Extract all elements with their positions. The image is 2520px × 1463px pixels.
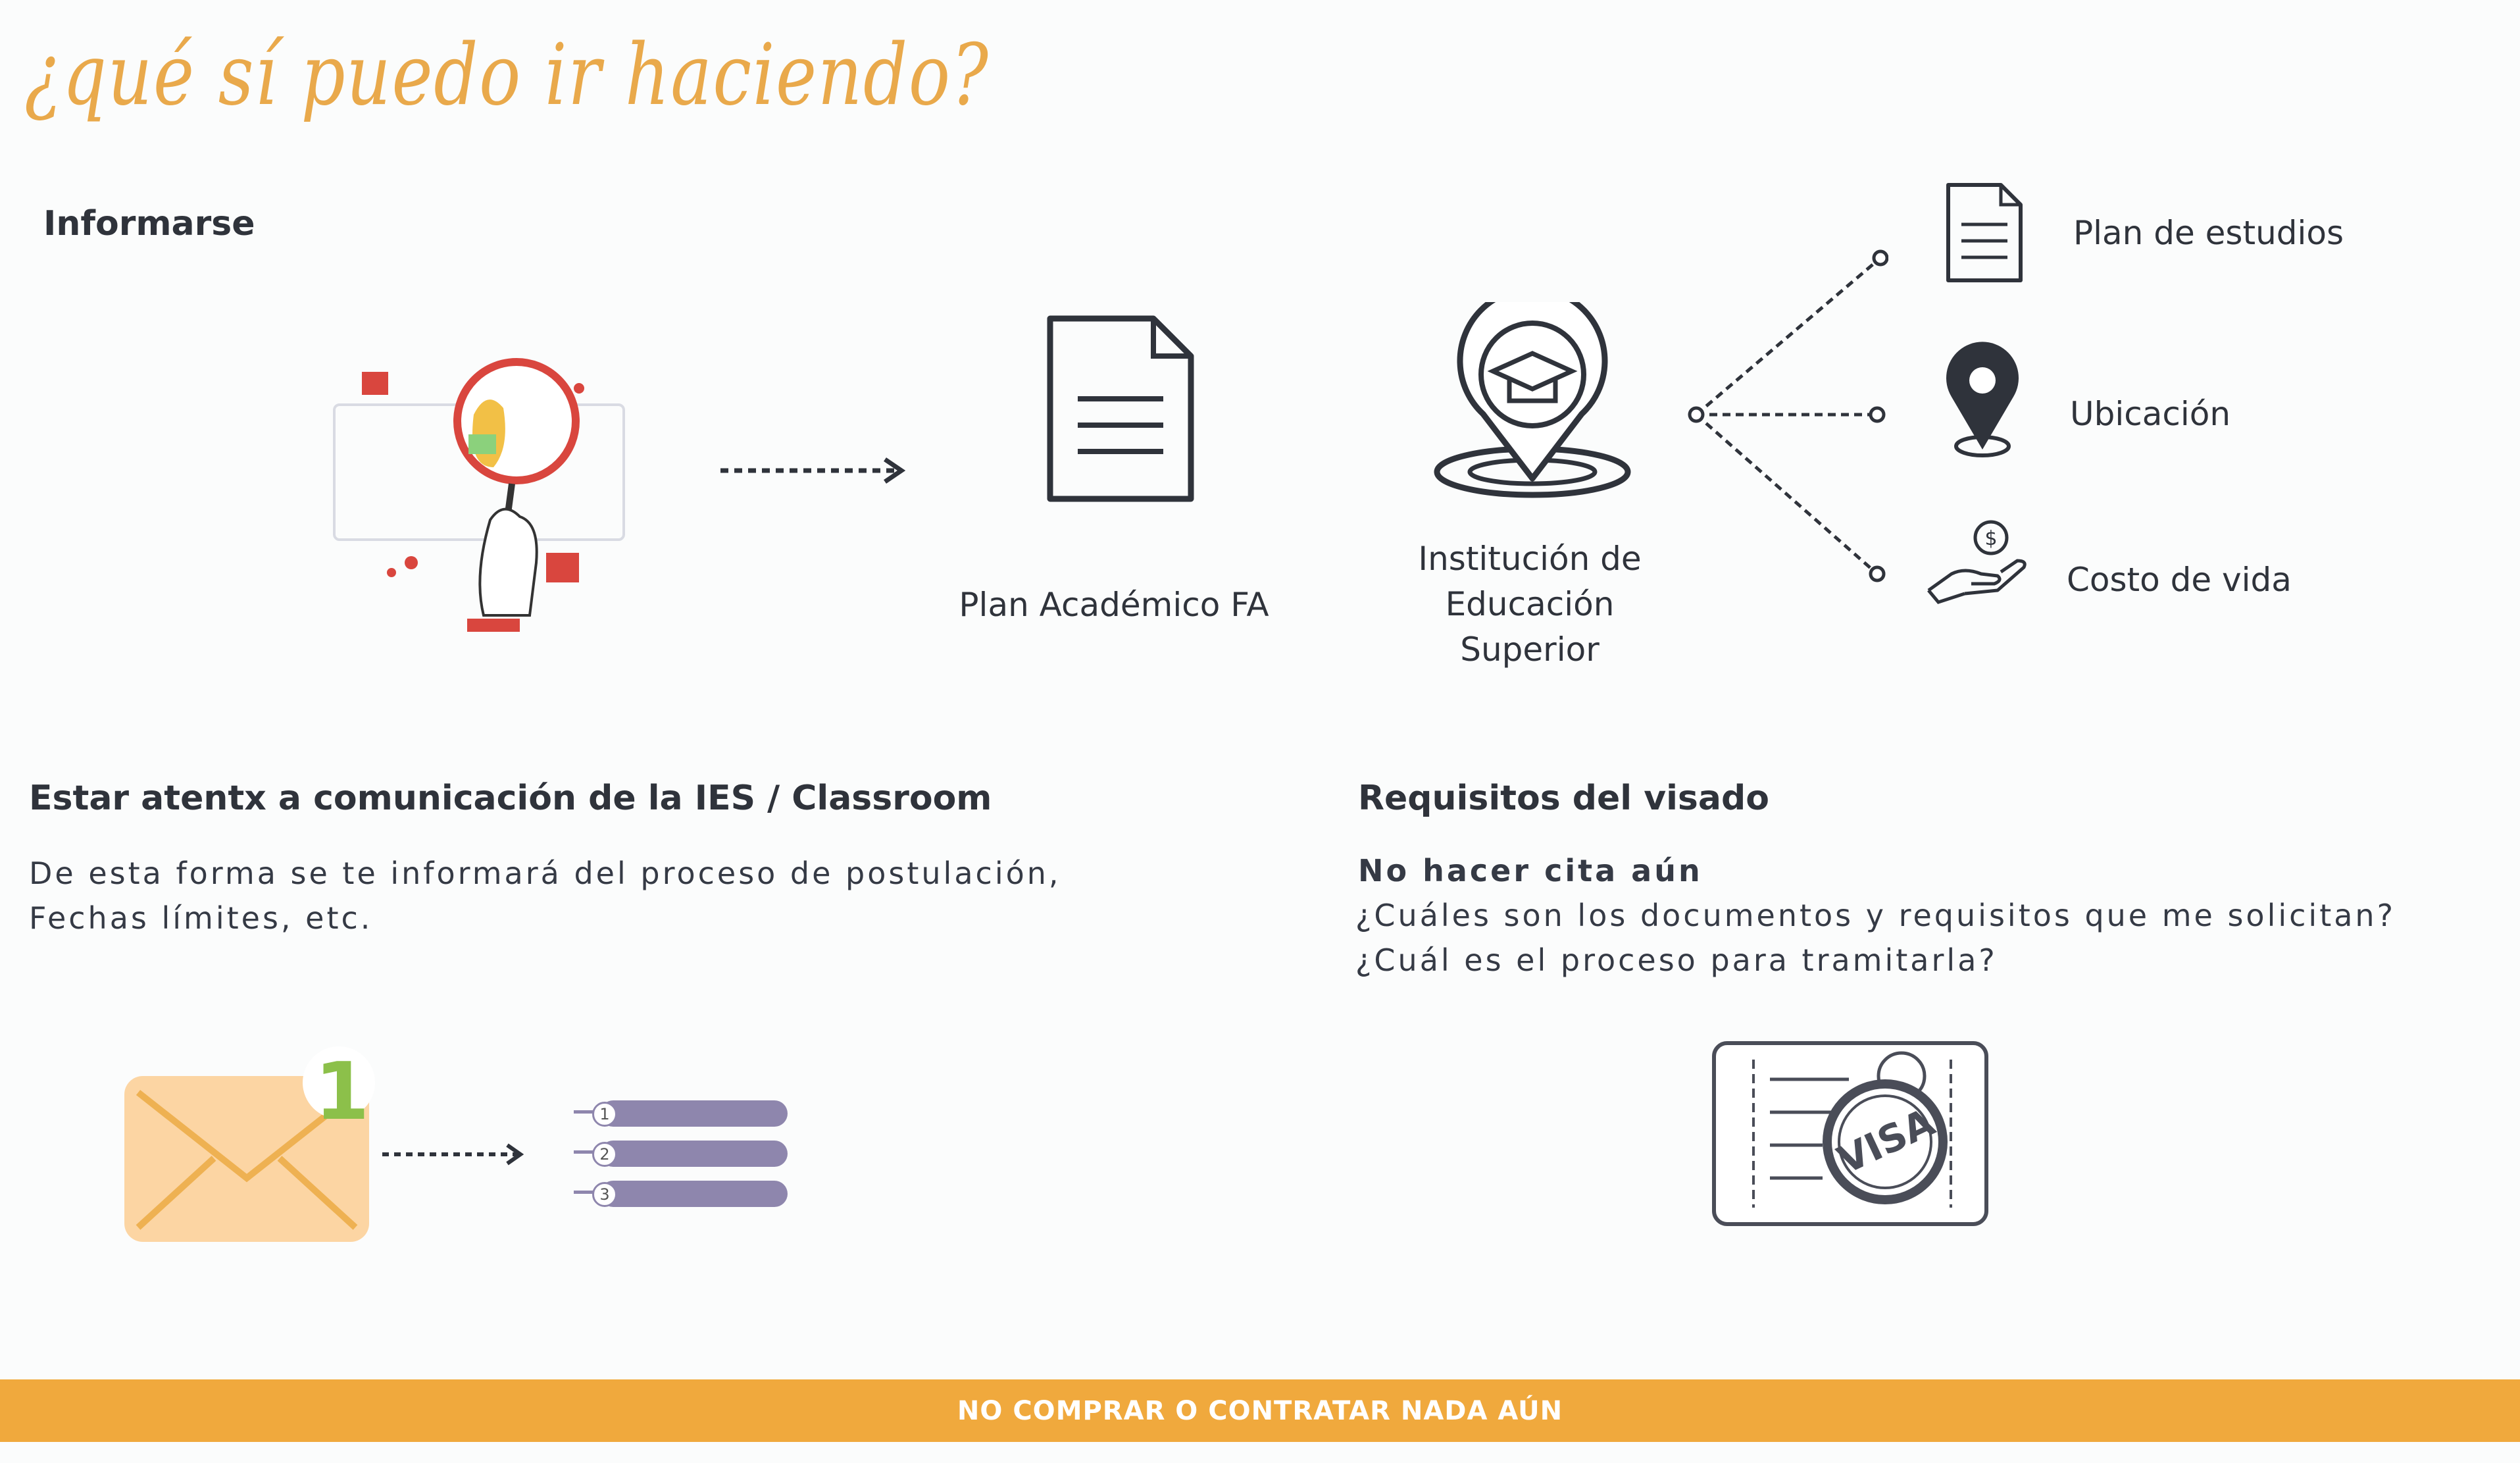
list-number: 1 <box>592 1102 617 1127</box>
comunicacion-line: De esta forma se te informará del proces… <box>29 856 1061 891</box>
visado-line: ¿Cuáles son los documentos y requisitos … <box>1355 898 2396 933</box>
list-number: 2 <box>592 1142 617 1167</box>
visa-icon <box>1712 1041 1988 1226</box>
plan-academico-label: Plan Académico FA <box>959 586 1269 624</box>
branch-ubicacion: Ubicación <box>2070 395 2231 433</box>
location-pin-icon <box>1946 342 2019 457</box>
branch-connectors <box>1688 249 1888 582</box>
branch-plan-estudios: Plan de estudios <box>2073 214 2344 252</box>
institution-line: Educación <box>1445 585 1615 623</box>
envelope-icon <box>124 1046 375 1242</box>
informarse-heading: Informarse <box>43 204 255 244</box>
dotted-arrow <box>382 1143 524 1166</box>
footer-text: NO COMPRAR O CONTRATAR NADA AÚN <box>957 1395 1563 1426</box>
document-icon <box>1047 315 1194 502</box>
comunicacion-heading: Estar atentx a comunicación de la IES / … <box>29 779 992 818</box>
institution-line: Superior <box>1460 630 1600 669</box>
list-bar: 1 <box>574 1100 788 1127</box>
study-plan-icon <box>1946 183 2023 282</box>
visado-line: ¿Cuál es el proceso para tramitarla? <box>1355 942 1998 978</box>
numbered-list-icon: 1 2 3 <box>574 1100 788 1207</box>
branch-costo-vida: Costo de vida <box>2067 561 2292 599</box>
dotted-arrow <box>720 457 906 484</box>
institution-line: Institución de <box>1418 540 1642 578</box>
hand-coin-icon: $ <box>1927 520 2027 604</box>
visado-heading: Requisitos del visado <box>1358 779 1769 818</box>
list-bar: 3 <box>574 1181 788 1207</box>
magnifier-illustration <box>333 358 625 632</box>
institution-label: Institución de Educación Superior <box>1332 536 1727 673</box>
list-bar: 2 <box>574 1141 788 1167</box>
list-number: 3 <box>592 1182 617 1207</box>
notification-badge: 1 <box>315 1046 370 1138</box>
page-title: ¿qué sí puedo ir haciendo? <box>24 26 990 124</box>
footer-banner: NO COMPRAR O CONTRATAR NADA AÚN <box>0 1379 2520 1442</box>
visado-subheading: No hacer cita aún <box>1358 853 1703 888</box>
comunicacion-line: Fechas límites, etc. <box>29 900 373 936</box>
graduation-pin-icon <box>1434 302 1631 498</box>
svg-text:$: $ <box>1984 527 1997 550</box>
